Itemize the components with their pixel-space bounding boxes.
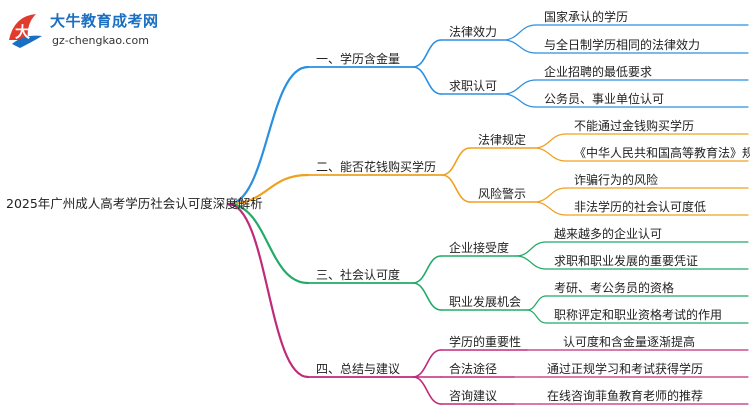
leaf-label: 不能通过金钱购买学历 [574,119,695,133]
branch-connector [226,202,310,285]
leaf-connector [526,309,547,324]
leaf-connector [515,255,547,270]
subtopic-connector [412,255,442,284]
leaf-connector [502,24,537,41]
leaf-connector [502,39,537,54]
subtopic-connector [441,174,471,203]
subtopic-label: 合法途径 [449,362,498,376]
root-topic: 2025年广州成人高考学历社会认可度深度解析 [6,196,263,211]
subtopic-label: 咨询建议 [449,389,498,403]
leaf-label: 《中华人民共和国高等教育法》规定 [574,146,750,160]
subtopic-connector [412,39,442,68]
subtopic-connector [412,349,442,378]
subtopic-connector [441,147,471,176]
leaf-connector [533,201,567,216]
leaf-label: 通过正规学习和考试获得学历 [547,362,704,376]
branch-connector [226,202,310,379]
leaf-connector [533,147,567,162]
leaf-label: 诈骗行为的风险 [574,173,659,187]
leaf-connector [533,187,567,203]
branch-label: 一、学历含金量 [316,52,401,66]
branch-connector [226,173,310,206]
leaf-label: 国家承认的学历 [544,10,629,24]
leaf-label: 非法学历的社会认可度低 [574,200,707,214]
leaf-connector [533,133,567,149]
subtopic-label: 职业发展机会 [449,295,522,309]
leaf-label: 越来越多的企业认可 [554,227,663,241]
leaf-label: 在线咨询菲鱼教育老师的推荐 [547,389,704,403]
logo-subtitle: gz-chengkao.com [52,34,149,47]
leaf-label: 公务员、事业单位认可 [544,92,665,106]
leaf-label: 企业招聘的最低要求 [544,65,653,79]
branch-label: 二、能否花钱购买学历 [316,160,437,174]
subtopic-label: 企业接受度 [449,241,510,255]
subtopic-connector [412,282,442,311]
svg-text:大: 大 [15,23,30,41]
subtopic-label: 学历的重要性 [449,335,522,349]
leaf-label: 考研、考公务员的资格 [554,281,675,295]
leaf-label: 与全日制学历相同的法律效力 [544,38,701,52]
site-logo: 大 大牛教育成考网 gz-chengkao.com [6,8,206,54]
leaf-connector [502,93,537,108]
subtopic-connector [412,66,442,95]
branch-connector [226,65,310,206]
logo-title: 大牛教育成考网 [50,12,159,30]
subtopic-label: 风险警示 [478,187,527,201]
leaf-connector [502,79,537,95]
branch-label: 三、社会认可度 [316,268,401,282]
subtopic-label: 求职认可 [449,79,498,93]
leaf-label: 求职和职业发展的重要凭证 [554,254,699,268]
leaf-label: 职称评定和职业资格考试的作用 [554,308,723,322]
leaf-connector [526,295,547,311]
subtopic-label: 法律效力 [449,25,498,39]
subtopic-label: 法律规定 [478,133,527,147]
logo-badge-icon: 大 [9,14,42,48]
leaf-label: 认可度和含金量逐渐提高 [563,335,696,349]
leaf-connector [515,241,547,257]
branch-label: 四、总结与建议 [316,362,401,376]
subtopic-connector [412,376,442,405]
